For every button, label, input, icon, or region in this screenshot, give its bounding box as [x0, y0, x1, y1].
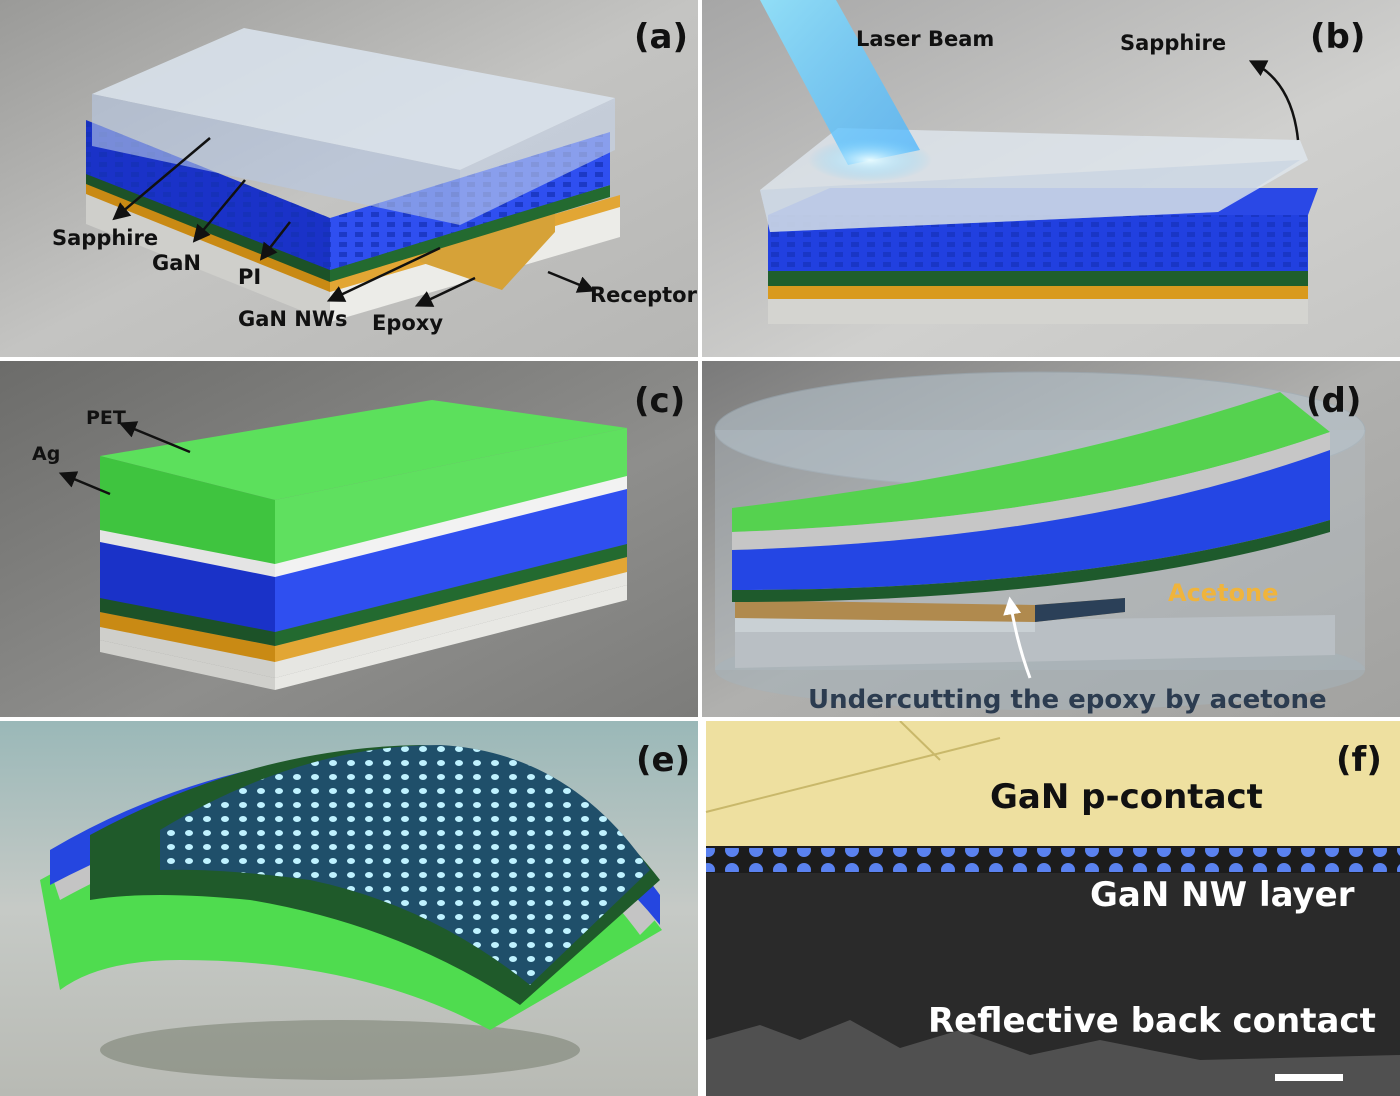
panel-c-label: (c)	[634, 381, 685, 421]
laser-beam	[760, 0, 932, 182]
label-laser-beam: Laser Beam	[856, 27, 994, 51]
nw-layer-bumps	[706, 848, 1400, 872]
epoxy-layer-b	[768, 285, 1308, 299]
label-back-contact: Reflective back contact	[928, 1001, 1376, 1041]
p-contact-region	[706, 721, 1400, 848]
back-contact-debris	[706, 1020, 1400, 1096]
p-contact-texture	[705, 720, 1001, 813]
pi-layer-b	[768, 270, 1308, 286]
epoxy-layer-c	[100, 557, 627, 662]
undercut-arrow	[1003, 596, 1032, 679]
panel-f-label: (f)	[1336, 740, 1382, 780]
flexible-device	[40, 745, 662, 1030]
epoxy-remnant	[735, 598, 1125, 622]
panel-b-label: (b)	[1310, 17, 1365, 57]
pi-layer-c	[100, 542, 627, 646]
panel-d-label: (d)	[1306, 381, 1361, 421]
label-epoxy: Epoxy	[372, 311, 443, 335]
label-pet: PET	[86, 407, 126, 429]
label-acetone: Acetone	[1168, 579, 1278, 607]
panel-c-arrows	[58, 421, 191, 496]
panel-e-label: (e)	[636, 740, 690, 780]
label-ag: Ag	[32, 443, 60, 465]
label-nw-layer: GaN NW layer	[1090, 875, 1355, 915]
label-p-contact: GaN p-contact	[990, 777, 1263, 817]
scale-bar	[1275, 1074, 1343, 1081]
panel-a: (a) Sapphire GaN PI GaN NWs Epoxy Recept…	[0, 0, 698, 357]
panel-f: (f) GaN p-contact GaN NW layer Reflectiv…	[705, 720, 1400, 1096]
label-undercut: Undercutting the epoxy by acetone	[808, 685, 1327, 715]
lift-arrow	[1248, 60, 1300, 141]
panel-d: (d) Acetone Undercutting the epoxy by ac…	[702, 361, 1400, 717]
receptor-layer-b	[768, 298, 1308, 324]
label-pi: PI	[238, 265, 261, 289]
panel-b: (b) Laser Beam Sapphire	[702, 0, 1400, 357]
label-gan: GaN	[152, 251, 201, 275]
label-sapphire: Sapphire	[52, 226, 158, 250]
receptor-layer-d	[735, 615, 1335, 668]
panel-a-arrows	[112, 137, 596, 307]
panel-a-label: (a)	[634, 17, 688, 57]
ag-layer	[100, 474, 627, 577]
label-gan-nws: GaN NWs	[238, 307, 348, 331]
sapphire-slab	[92, 28, 615, 225]
panel-e: (e)	[0, 721, 698, 1096]
lifted-stack	[732, 392, 1330, 602]
label-receptor: Receptor	[590, 283, 698, 307]
label-sapphire-b: Sapphire	[1120, 31, 1226, 55]
device-shadow	[100, 1020, 580, 1080]
receptor-layer-c	[100, 570, 627, 690]
panel-c: (c) PET Ag	[0, 361, 698, 717]
pet-layer	[100, 400, 627, 564]
gan-layer-c	[100, 487, 627, 632]
